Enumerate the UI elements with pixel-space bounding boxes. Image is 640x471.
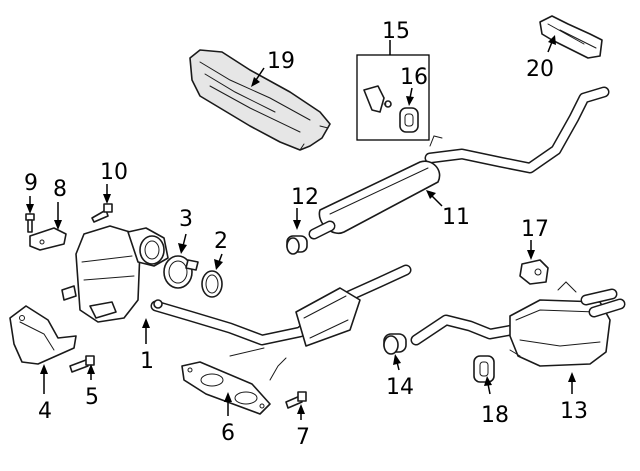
rubber-hanger-part-18 <box>473 355 495 383</box>
kit-box-part-15 <box>356 54 430 141</box>
heat-shield-part-4 <box>9 305 77 365</box>
callout-3: 3 <box>179 207 193 232</box>
bolt-part-9 <box>25 213 35 233</box>
callout-17: 17 <box>521 217 549 242</box>
callout-5: 5 <box>85 385 99 410</box>
rear-muffler-part-13 <box>410 281 626 367</box>
callout-14: 14 <box>386 375 414 400</box>
bracket-part-16-kit <box>363 85 392 113</box>
bolt-part-5 <box>69 355 95 373</box>
middle-muffler-part-11 <box>308 86 610 240</box>
callout-10: 10 <box>100 160 128 185</box>
callout-6: 6 <box>221 421 235 446</box>
clamp-part-14 <box>383 333 407 355</box>
callout-8: 8 <box>53 177 67 202</box>
callout-12: 12 <box>291 185 319 210</box>
clamp-part-12 <box>286 235 308 255</box>
callout-16: 16 <box>400 65 428 90</box>
gasket-part-2 <box>201 270 223 298</box>
heat-shield-part-19 <box>189 49 331 151</box>
callout-2: 2 <box>214 229 228 254</box>
front-pipe-part-1 <box>150 264 412 381</box>
callout-1: 1 <box>140 349 154 374</box>
callout-labels: 1 2 3 4 5 6 7 8 9 10 11 12 13 14 15 16 1… <box>24 19 588 450</box>
clamp-part-3 <box>163 255 199 289</box>
callout-13: 13 <box>560 399 588 424</box>
callout-9: 9 <box>24 171 38 196</box>
rubber-hanger-part-16 <box>399 107 419 133</box>
callout-15: 15 <box>382 19 410 44</box>
catalytic-converter <box>61 225 169 323</box>
bracket-part-8 <box>29 227 67 251</box>
bracket-part-20 <box>539 15 603 59</box>
leader-lines <box>26 35 576 420</box>
callout-4: 4 <box>38 399 52 424</box>
callout-20: 20 <box>526 57 554 82</box>
callout-18: 18 <box>481 403 509 428</box>
bolt-part-10 <box>91 203 113 223</box>
bracket-part-17 <box>519 259 549 285</box>
callout-11: 11 <box>442 205 470 230</box>
gasket-part-6 <box>181 361 271 415</box>
callout-7: 7 <box>296 425 310 450</box>
callout-19: 19 <box>267 49 295 74</box>
bolt-part-7 <box>285 391 307 409</box>
